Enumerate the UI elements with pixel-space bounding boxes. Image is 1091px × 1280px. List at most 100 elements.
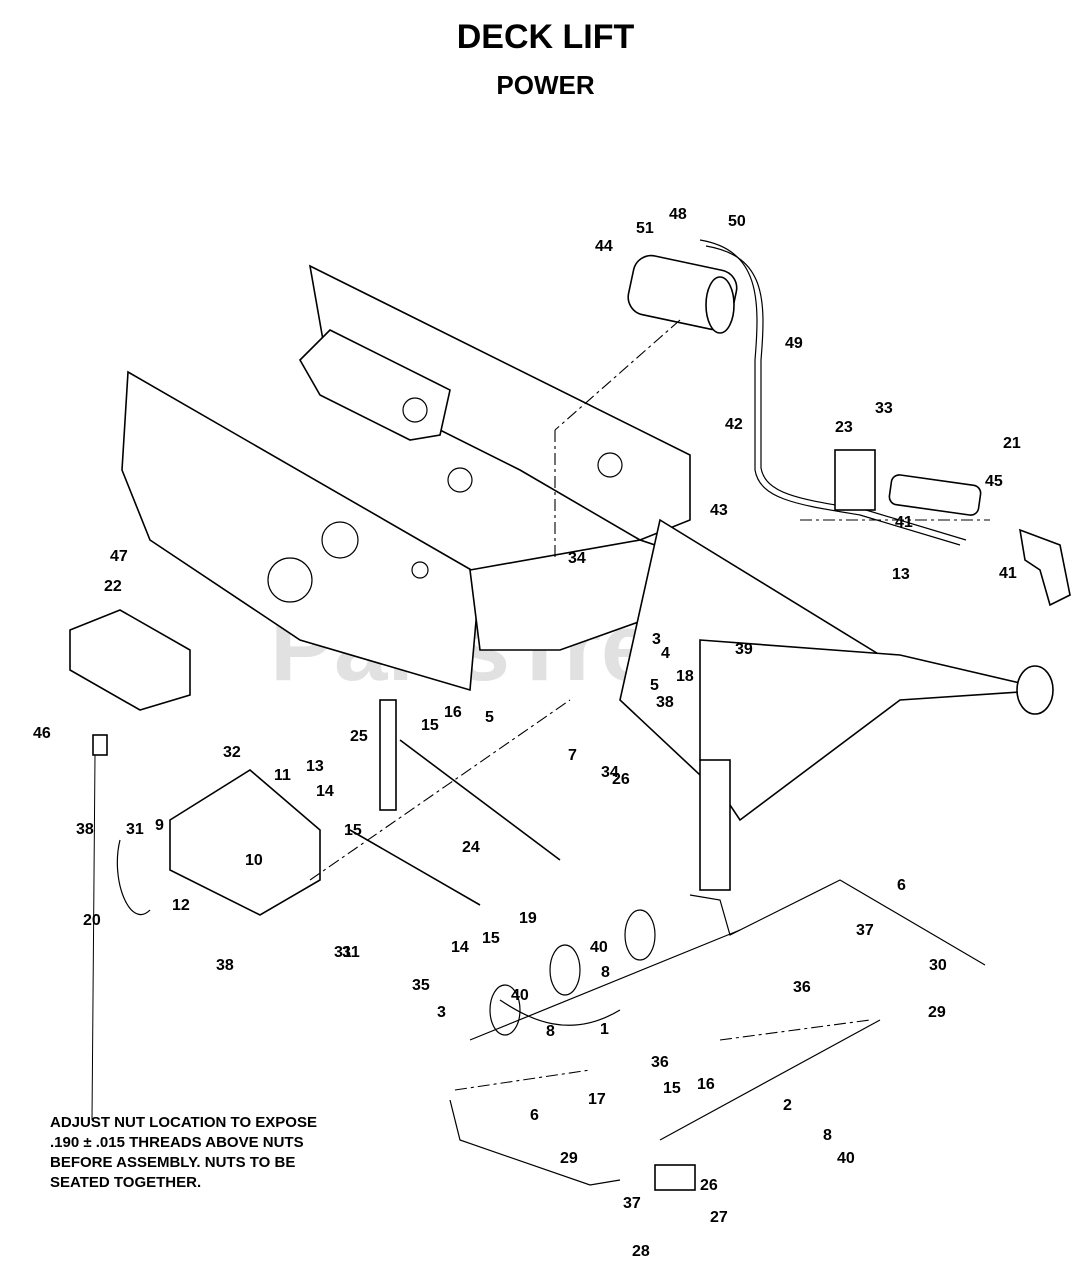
callout-44: 44 — [595, 238, 613, 255]
callout-31: 31 — [334, 944, 352, 961]
callout-2: 2 — [783, 1097, 792, 1114]
callout-14: 14 — [451, 939, 469, 956]
callout-18: 18 — [676, 668, 694, 685]
bracket-23 — [834, 449, 876, 511]
callout-32: 32 — [223, 744, 241, 761]
callout-41: 41 — [999, 565, 1017, 582]
bellcrank-assembly — [834, 449, 1071, 607]
callout-33: 33 — [875, 400, 893, 417]
callout-labels: 1 2 3 3 4 5 5 6 6 7 8 8 8 9 10 11 12 13 … — [33, 206, 1021, 1260]
callout-20: 20 — [83, 912, 101, 929]
vertical-post — [699, 759, 731, 891]
callout-47: 47 — [110, 548, 128, 565]
callout-39: 39 — [735, 641, 753, 658]
callout-21: 21 — [1003, 435, 1021, 452]
callout-25: 25 — [350, 728, 368, 745]
callout-42: 42 — [725, 416, 743, 433]
callout-3: 3 — [652, 631, 661, 648]
callout-45: 45 — [985, 473, 1003, 490]
callout-15: 15 — [421, 717, 439, 734]
assembly-note: ADJUST NUT LOCATION TO EXPOSE .190 ± .01… — [50, 1114, 317, 1191]
callout-37: 37 — [623, 1195, 641, 1212]
callout-12: 12 — [172, 897, 190, 914]
callout-38: 38 — [216, 957, 234, 974]
linkage-parts — [69, 609, 986, 1191]
callout-31: 31 — [126, 821, 144, 838]
callout-41: 41 — [895, 514, 913, 531]
callout-16: 16 — [697, 1076, 715, 1093]
callout-13: 13 — [306, 758, 324, 775]
callout-26: 26 — [700, 1177, 718, 1194]
diagram-subtitle: POWER — [496, 70, 595, 100]
rod-6-left — [449, 1099, 621, 1186]
rear-plate — [699, 639, 1051, 822]
callout-30: 30 — [929, 957, 947, 974]
callout-29: 29 — [560, 1150, 578, 1167]
callout-31: 31 — [342, 944, 360, 961]
callout-28: 28 — [632, 1243, 650, 1260]
callout-13: 13 — [892, 566, 910, 583]
callout-5: 5 — [485, 709, 494, 726]
callout-34: 34 — [568, 550, 586, 567]
callout-48: 48 — [669, 206, 687, 223]
rod-20 — [116, 839, 151, 916]
callout-6: 6 — [897, 877, 906, 894]
callout-38: 38 — [76, 821, 94, 838]
frame-assembly — [121, 264, 1054, 891]
callout-8: 8 — [546, 1023, 555, 1040]
callout-27: 27 — [710, 1209, 728, 1226]
callout-14: 14 — [316, 783, 334, 800]
callout-8: 8 — [823, 1127, 832, 1144]
callout-1: 1 — [600, 1021, 609, 1038]
callout-10: 10 — [245, 852, 263, 869]
callout-4: 4 — [661, 645, 670, 662]
callout-7: 7 — [568, 747, 577, 764]
callout-51: 51 — [636, 220, 654, 237]
cylinder-45 — [888, 474, 982, 516]
diagram-title: DECK LIFT — [456, 18, 635, 56]
callout-35: 35 — [412, 977, 430, 994]
callout-49: 49 — [785, 335, 803, 352]
bracket-22 — [69, 609, 191, 711]
callout-37: 37 — [856, 922, 874, 939]
callout-40: 40 — [511, 987, 529, 1004]
callout-17: 17 — [588, 1091, 606, 1108]
rear-tube — [1016, 665, 1054, 715]
lever-bracket — [1018, 528, 1071, 607]
callout-40: 40 — [590, 939, 608, 956]
control-plate-11 — [169, 769, 321, 916]
arm-25 — [379, 699, 397, 811]
callout-50: 50 — [728, 213, 746, 230]
callout-6: 6 — [530, 1107, 539, 1124]
callout-15: 15 — [482, 930, 500, 947]
callout-3: 3 — [437, 1004, 446, 1021]
wire-harness-49 — [699, 239, 967, 546]
cross-box — [299, 329, 451, 441]
callout-8: 8 — [601, 964, 610, 981]
callout-34: 34 — [601, 764, 619, 781]
block-26 — [654, 1164, 696, 1191]
callout-15: 15 — [663, 1080, 681, 1097]
switch-46 — [92, 734, 108, 756]
callout-29: 29 — [928, 1004, 946, 1021]
rod-6-right — [689, 879, 986, 966]
callout-19: 19 — [519, 910, 537, 927]
dashed-centerlines — [91, 319, 990, 1121]
callout-36: 36 — [793, 979, 811, 996]
callout-38: 38 — [656, 694, 674, 711]
callout-22: 22 — [104, 578, 122, 595]
callout-36: 36 — [651, 1054, 669, 1071]
callout-5: 5 — [650, 677, 659, 694]
actuator-44 — [627, 254, 738, 334]
callout-9: 9 — [155, 817, 164, 834]
callout-23: 23 — [835, 419, 853, 436]
callout-11: 11 — [274, 767, 291, 784]
callout-40: 40 — [837, 1150, 855, 1167]
callout-46: 46 — [33, 725, 51, 742]
callout-15: 15 — [344, 822, 362, 839]
callout-24: 24 — [462, 839, 480, 856]
callout-16: 16 — [444, 704, 462, 721]
callout-26: 26 — [612, 771, 630, 788]
callout-43: 43 — [710, 502, 728, 519]
